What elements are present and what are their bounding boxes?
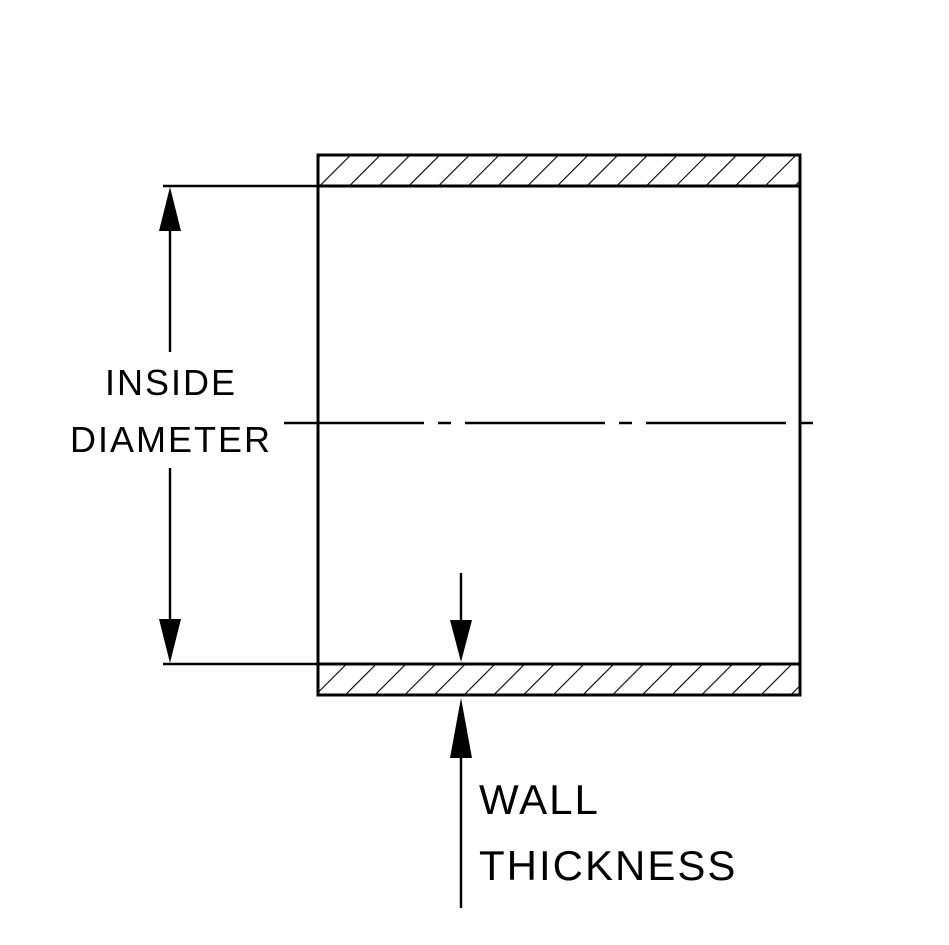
wt-arrow-down-icon <box>450 620 472 662</box>
inside-diameter-label-line2: DIAMETER <box>69 419 272 460</box>
wt-arrow-up-icon <box>450 698 472 758</box>
wall-thickness-label-line1: WALL <box>479 776 600 823</box>
id-arrow-up-icon <box>159 187 181 231</box>
bottom-wall-hatch <box>318 664 800 695</box>
wall-thickness-label: WALL THICKNESS <box>479 767 737 899</box>
inside-diameter-label-line1: INSIDE <box>104 362 238 403</box>
inside-diameter-label: INSIDE DIAMETER <box>38 354 304 468</box>
top-wall-hatch <box>318 155 800 186</box>
tube-outline <box>316 153 802 697</box>
id-arrow-down-icon <box>159 619 181 663</box>
wall-thickness-label-line2: THICKNESS <box>479 842 738 889</box>
